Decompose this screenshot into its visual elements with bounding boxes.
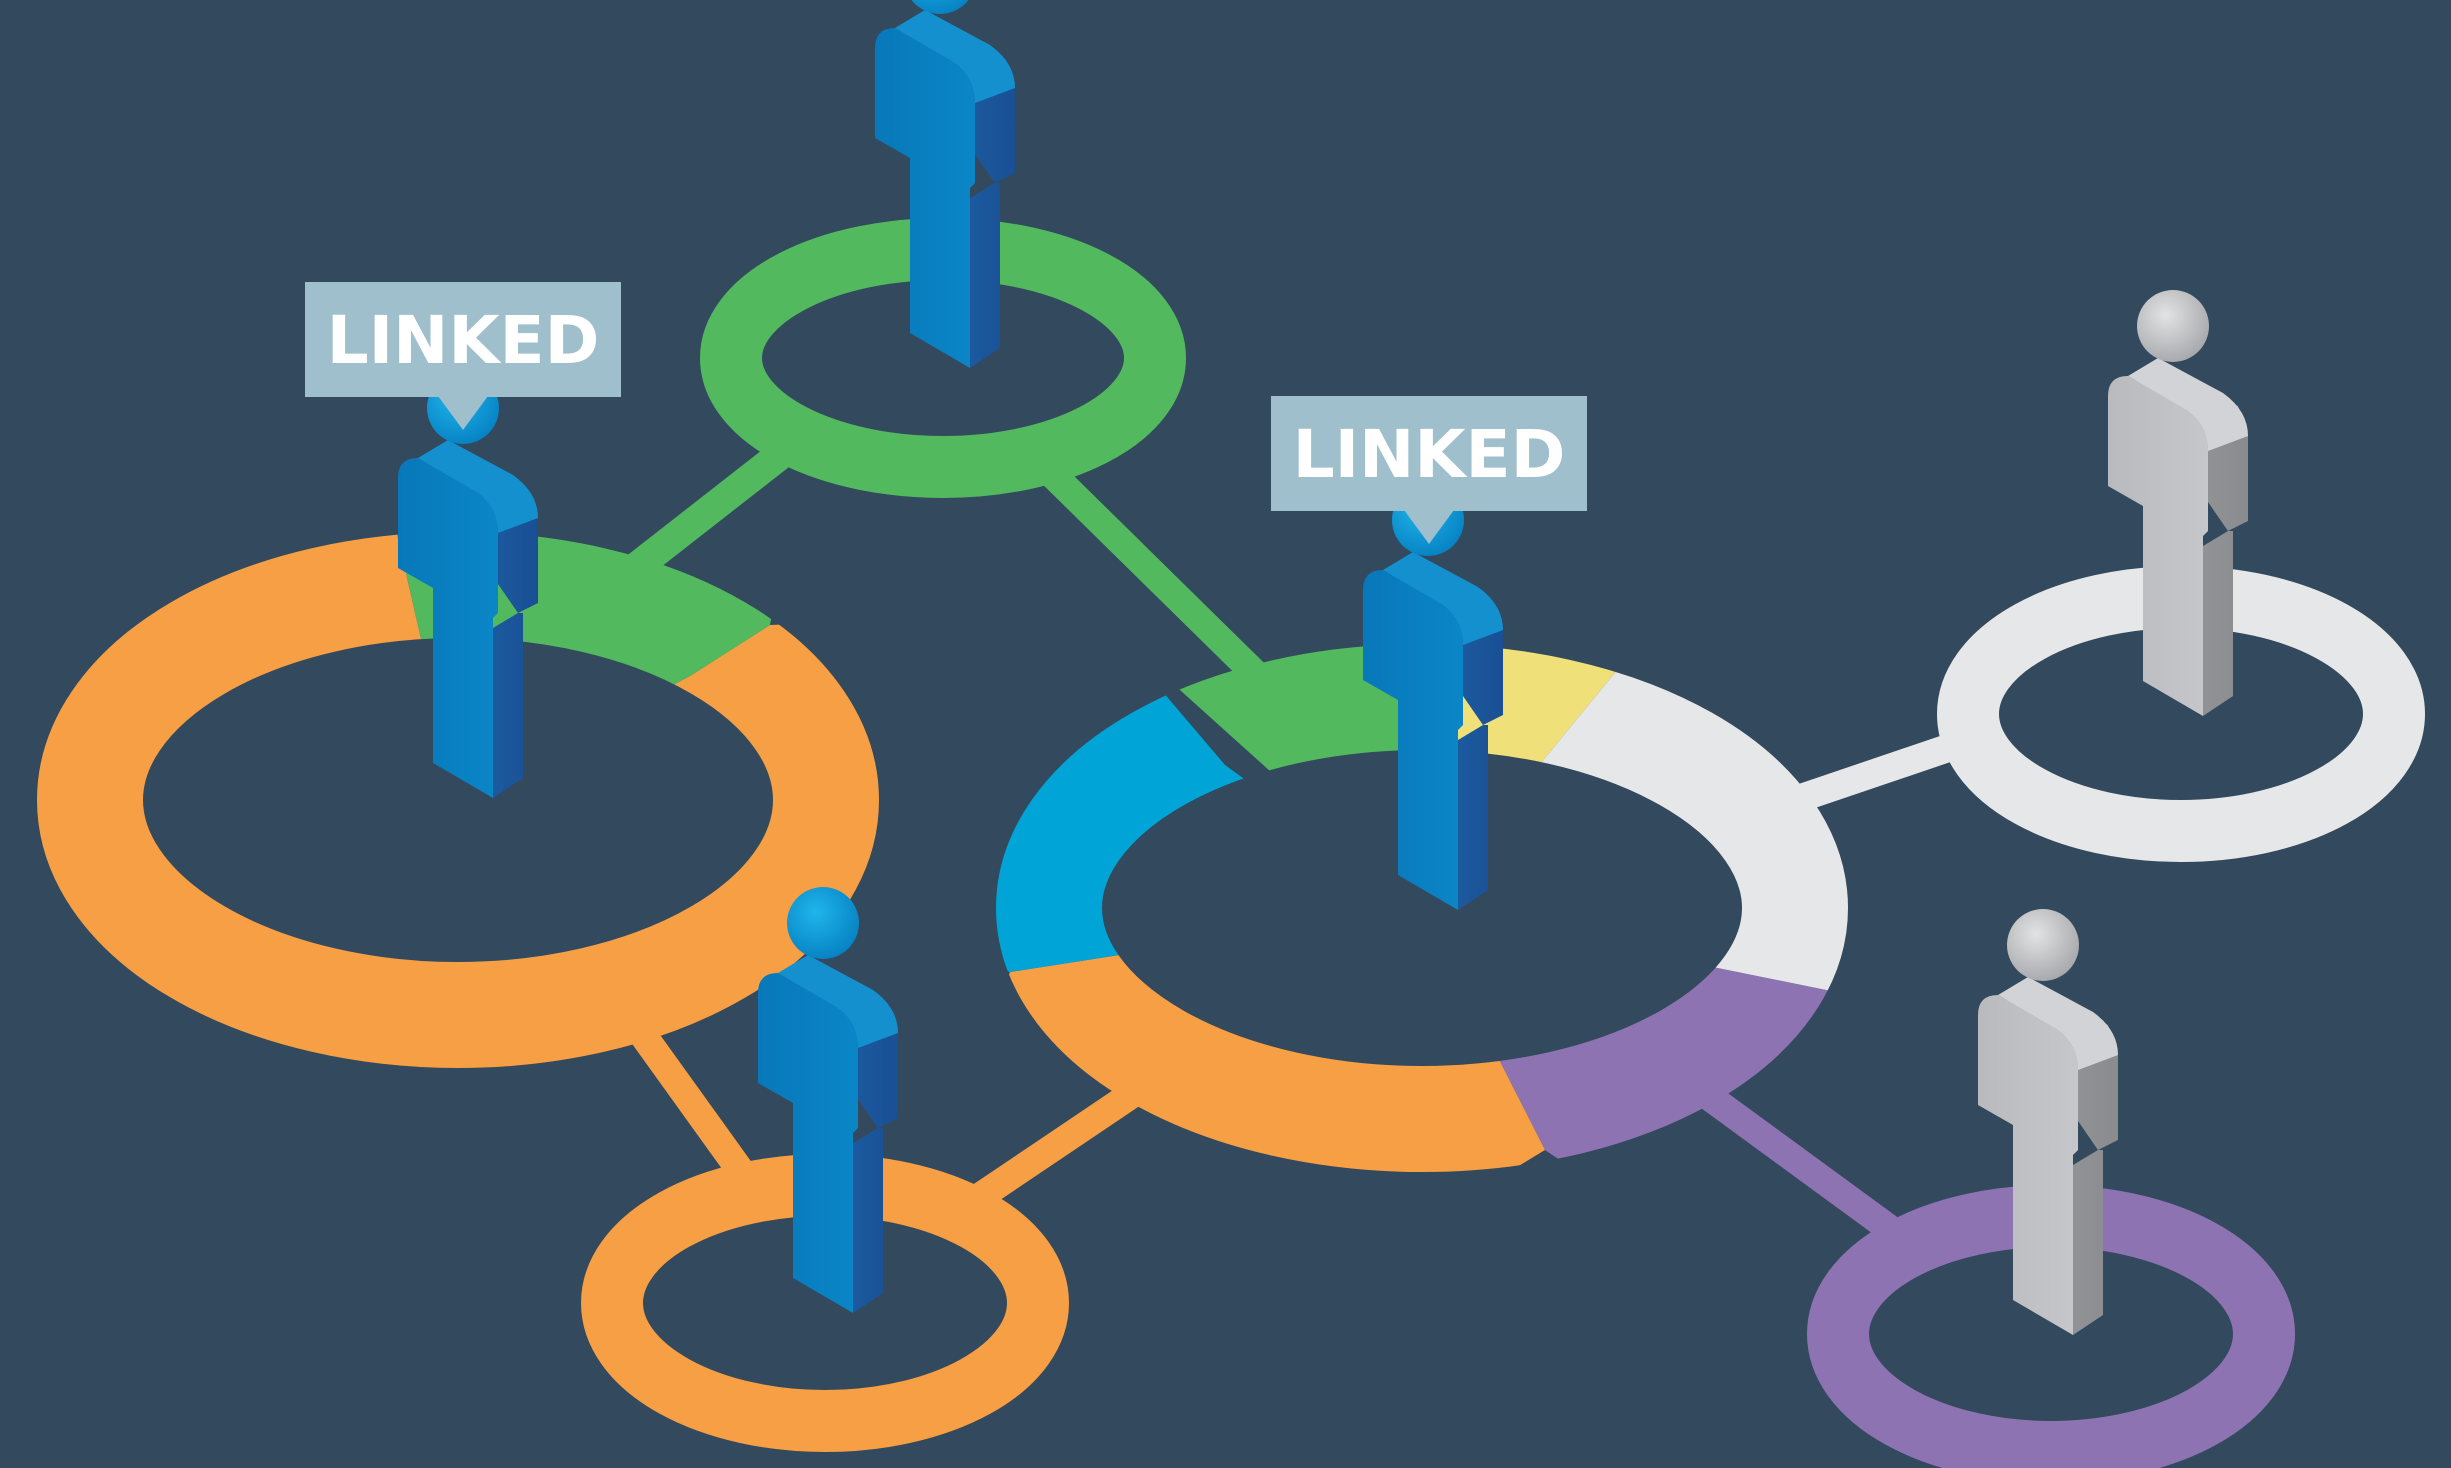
center-ring-orange (996, 908, 1545, 1172)
center-ring-blue (996, 644, 1422, 972)
connector-center-righttop (1790, 730, 1965, 814)
blue-person-icon (875, 0, 1015, 368)
callout-box (305, 282, 621, 397)
gray-person-icon (2108, 290, 2248, 716)
callout-box (1271, 396, 1587, 511)
callout-label: LINKED (327, 302, 600, 379)
center-ring-gray (1422, 644, 1848, 1005)
linked-callout-left: LINKED (305, 282, 621, 430)
connector-left-top (610, 443, 790, 592)
callout-pointer (1404, 510, 1454, 544)
callout-pointer (438, 396, 488, 430)
gray-person-icon (1978, 909, 2118, 1335)
callout-label: LINKED (1293, 416, 1566, 493)
connector-center-rightbottom (1691, 1078, 1914, 1252)
linked-callout-center: LINKED (1271, 396, 1587, 544)
